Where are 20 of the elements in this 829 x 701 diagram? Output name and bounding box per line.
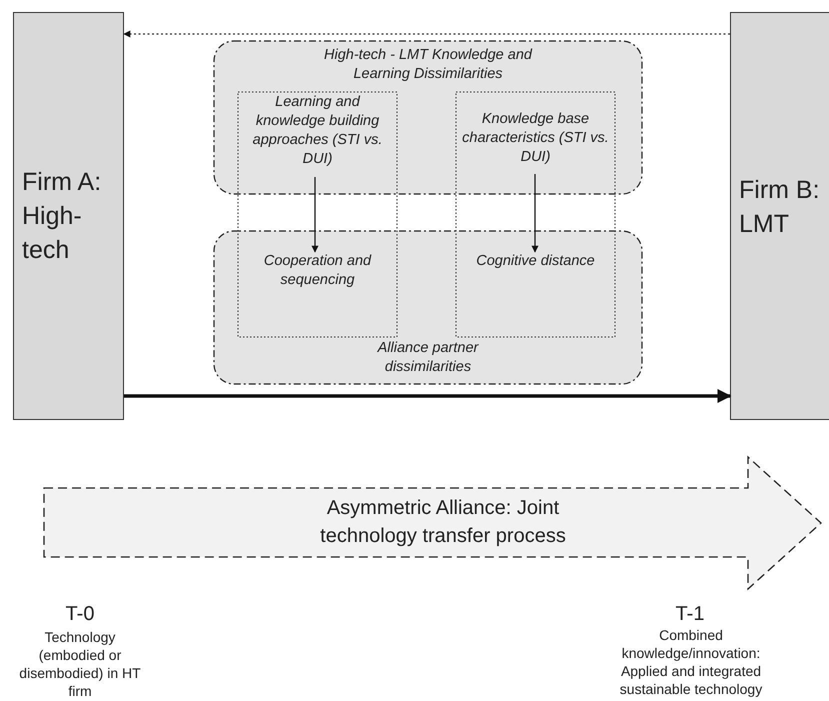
firm-box: Firm B: LMT bbox=[730, 12, 829, 420]
time-marker: T-0 bbox=[64, 602, 96, 627]
factor-label: Cooperation and sequencing bbox=[240, 252, 395, 296]
factor-label: Knowledge base characteristics (STI vs. DUI) bbox=[458, 110, 613, 172]
process-arrow bbox=[43, 456, 822, 590]
group-band bbox=[213, 40, 643, 195]
arrow bbox=[532, 174, 538, 253]
firm-box: Firm A: High-tech bbox=[13, 12, 124, 420]
arrow bbox=[312, 177, 318, 253]
arrow bbox=[123, 30, 730, 38]
arrow bbox=[124, 389, 732, 403]
time-marker: T-1 bbox=[674, 602, 706, 627]
group-title: High-tech - LMT Knowledge and Learning Dissimilarities bbox=[323, 46, 534, 84]
note-text: Combined knowledge/innovation: Applied and integrated sustainable technology bbox=[618, 626, 764, 698]
factor-label: Cognitive distance bbox=[458, 252, 613, 276]
process-label: Asymmetric Alliance: Joint technology transfer process bbox=[319, 496, 567, 549]
factor-label: Learning and knowledge building approaches (STI vs. DUI) bbox=[240, 93, 395, 175]
group-title: Alliance partner dissimilarities bbox=[376, 339, 480, 377]
note-text: Technology (embodied or disembodied) in HT firm bbox=[18, 628, 142, 700]
group-band bbox=[213, 230, 643, 385]
